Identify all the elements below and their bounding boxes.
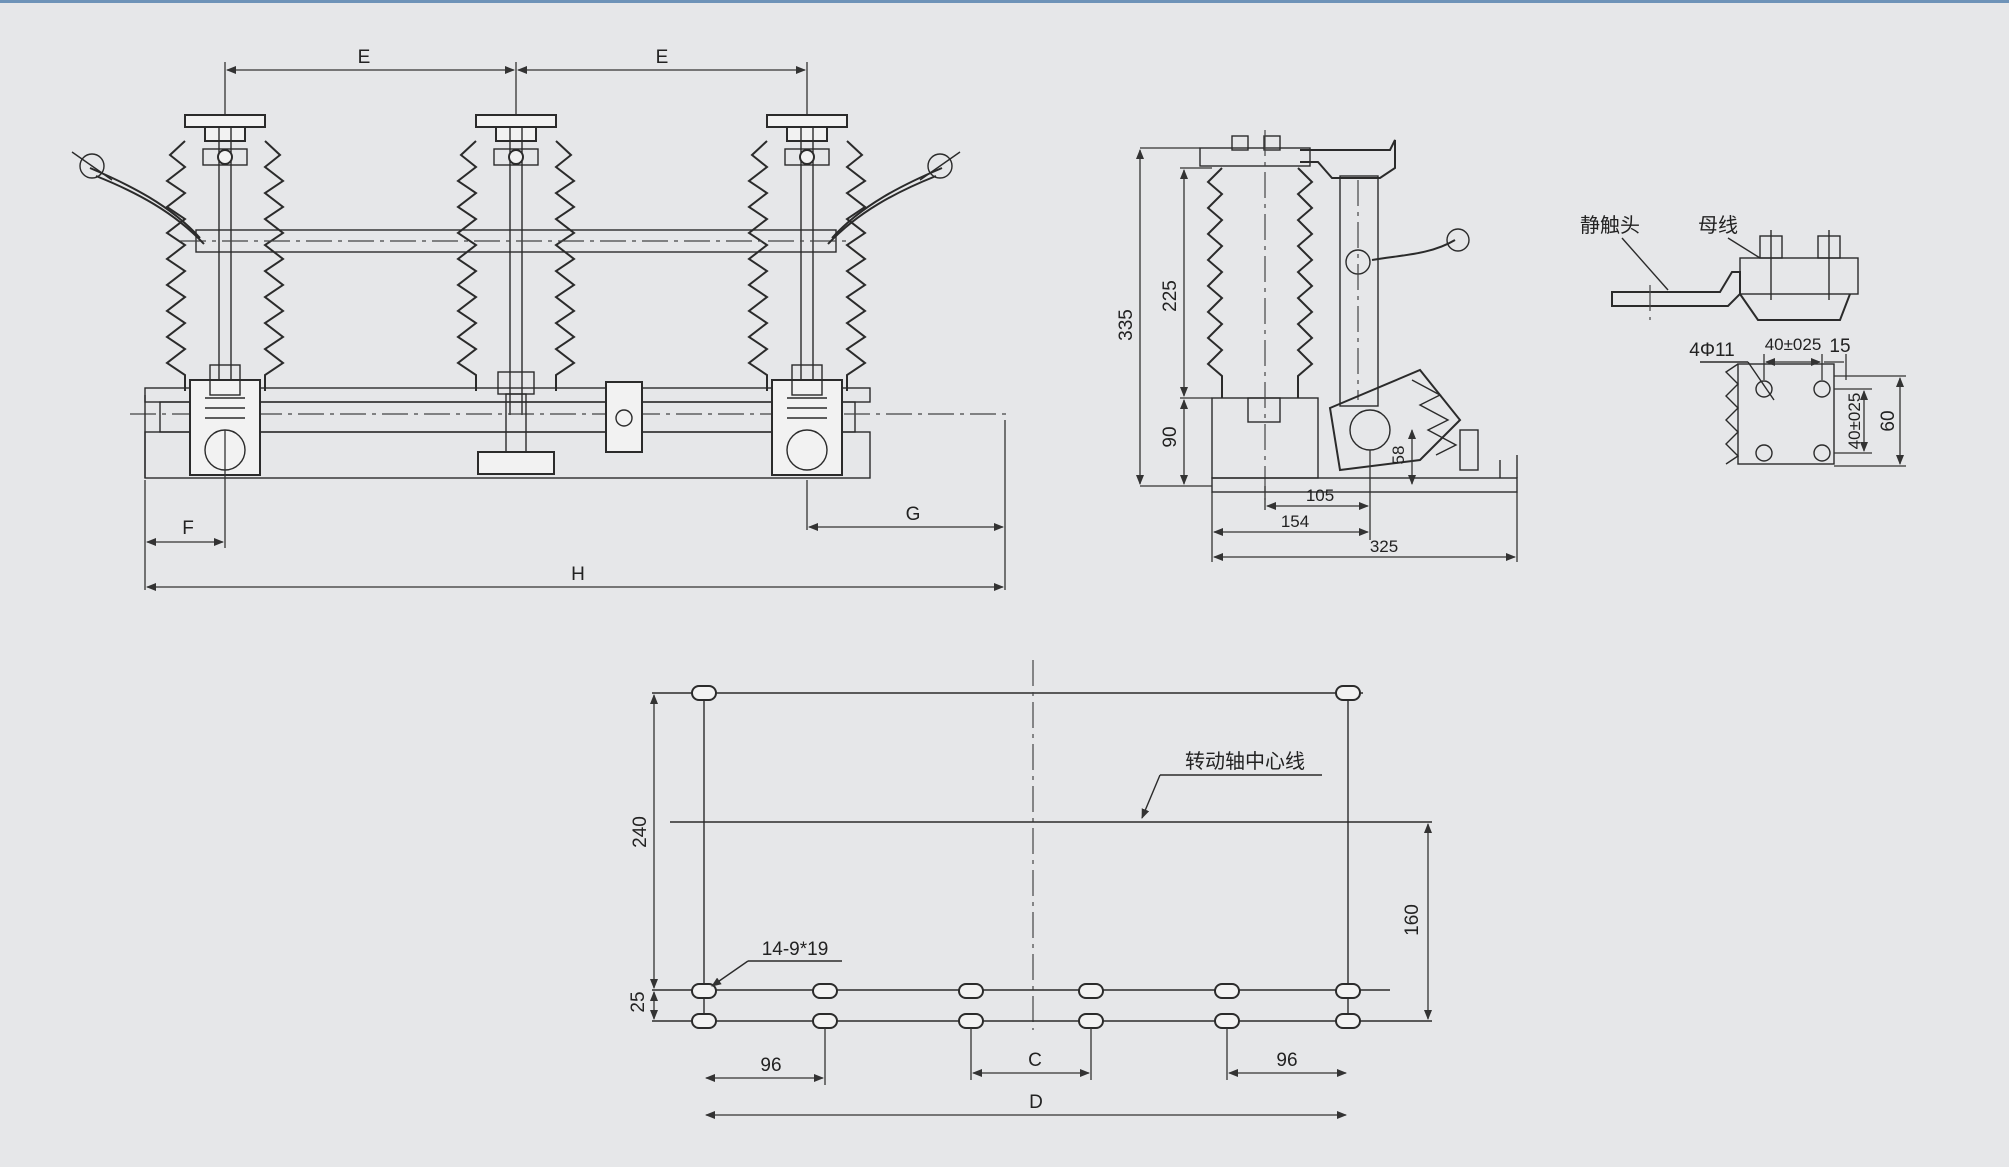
label-slots: 14-9*19 bbox=[762, 939, 829, 960]
dim-325: 325 bbox=[1370, 537, 1398, 556]
dim-225: 225 bbox=[1160, 280, 1181, 312]
dim-240: 240 bbox=[630, 816, 651, 848]
slot-row1-2 bbox=[812, 983, 838, 999]
dim-40-side: 40±025 bbox=[1845, 393, 1864, 450]
detail-view: 静触头 母线 4Φ11 40 bbox=[1580, 213, 1906, 467]
dim-160: 160 bbox=[1402, 904, 1423, 936]
dim-96-right: 96 bbox=[1276, 1050, 1297, 1071]
insulator-middle bbox=[457, 114, 575, 416]
slot-row1-3 bbox=[958, 983, 984, 999]
slot-row2-5 bbox=[1214, 1013, 1240, 1029]
slot-row1-6 bbox=[1335, 983, 1361, 999]
dim-335: 335 bbox=[1116, 309, 1137, 341]
front-view: E E bbox=[71, 47, 1010, 591]
label-holes: 4Φ11 bbox=[1689, 340, 1734, 361]
slot-row2-1 bbox=[691, 1013, 717, 1029]
label-busbar: 母线 bbox=[1698, 213, 1738, 237]
dim-60: 60 bbox=[1878, 410, 1899, 431]
slot-row2-4 bbox=[1078, 1013, 1104, 1029]
dim-f: F bbox=[182, 518, 194, 539]
insulator-left bbox=[166, 114, 284, 416]
base-plan: 转动轴中心线 14-9*19 240 25 160 96 C 96 bbox=[628, 660, 1432, 1119]
dim-40-top: 40±025 bbox=[1765, 335, 1822, 354]
slot-row2-2 bbox=[812, 1013, 838, 1029]
insulator-right bbox=[748, 114, 866, 416]
dim-58: 58 bbox=[1389, 446, 1408, 465]
dim-105: 105 bbox=[1306, 486, 1334, 505]
slot-row1-4 bbox=[1078, 983, 1104, 999]
slot-row1-5 bbox=[1214, 983, 1240, 999]
label-static-contact: 静触头 bbox=[1580, 213, 1640, 237]
dim-154: 154 bbox=[1281, 512, 1309, 531]
side-view: 335 225 90 58 105 154 325 bbox=[1116, 130, 1518, 562]
label-shaft-centerline: 转动轴中心线 bbox=[1185, 749, 1305, 773]
dim-d: D bbox=[1029, 1092, 1043, 1113]
top-accent-line bbox=[0, 0, 2009, 3]
dim-h: H bbox=[571, 564, 585, 585]
slot-top-right bbox=[1335, 685, 1361, 701]
slot-row2-3 bbox=[958, 1013, 984, 1029]
dim-25: 25 bbox=[628, 991, 649, 1012]
slot-row2-6 bbox=[1335, 1013, 1361, 1029]
dim-g: G bbox=[906, 504, 921, 525]
dim-90: 90 bbox=[1160, 426, 1181, 447]
dim-15: 15 bbox=[1829, 336, 1850, 357]
dim-96-left: 96 bbox=[760, 1055, 781, 1076]
dim-e-right: E bbox=[656, 47, 669, 68]
slot-top-left bbox=[691, 685, 717, 701]
dim-e-left: E bbox=[358, 47, 371, 68]
dim-c: C bbox=[1028, 1050, 1042, 1071]
